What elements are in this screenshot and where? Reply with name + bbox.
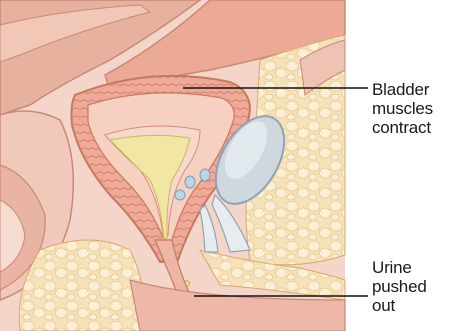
label-urine-pushed-out: Urine pushed out (372, 258, 427, 315)
vessel (200, 169, 210, 181)
label-bladder-muscles-contract: Bladder muscles contract (372, 80, 433, 137)
vessel (175, 190, 185, 200)
fat-region-lower (19, 240, 143, 331)
vessel (185, 176, 195, 188)
